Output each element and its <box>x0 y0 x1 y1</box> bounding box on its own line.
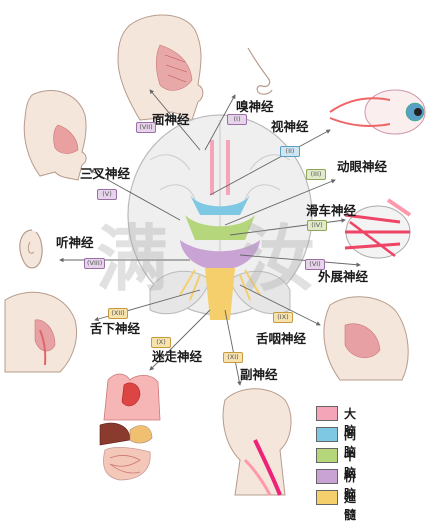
tag-nerve-viii: (VIII) <box>84 258 106 269</box>
throat-section-icon <box>4 291 77 373</box>
label-trigeminal-nerve: 三叉神经 <box>80 166 131 181</box>
label-facial-nerve: 面神经 <box>152 112 190 127</box>
tag-nerve-vi: (VI) <box>305 259 325 270</box>
ear-icon <box>19 229 43 269</box>
label-vagus-nerve: 迷走神经 <box>152 349 203 364</box>
head-trigeminal-icon <box>23 90 87 181</box>
legend-label-pons: 桥脑 <box>344 470 357 501</box>
pharynx-section-icon <box>323 296 409 381</box>
eyeball-icon <box>329 89 426 135</box>
legend-swatch-pons <box>316 469 338 484</box>
tag-nerve-iv: (IV) <box>307 220 327 231</box>
label-olfactory-nerve: 嗅神经 <box>236 99 274 114</box>
tag-nerve-xi: (XI) <box>223 352 243 363</box>
legend-label-medulla: 延髓 <box>344 491 357 522</box>
legend-swatch-diencephalon <box>316 427 338 442</box>
label-trochlear-nerve: 滑车神经 <box>306 203 357 218</box>
label-accessory-nerve: 副神经 <box>240 367 278 382</box>
tag-nerve-ix: (IX) <box>273 312 293 323</box>
legend-swatch-midbrain <box>316 448 338 463</box>
label-vestibulocochlear-nerve: 听神经 <box>56 235 94 250</box>
head-facial-muscles-icon <box>117 14 204 121</box>
eye-muscle-icon <box>344 198 412 259</box>
tag-nerve-iii: (III) <box>306 169 326 180</box>
label-abducens-nerve: 外展神经 <box>318 269 369 284</box>
legend-swatch-medulla <box>316 490 338 505</box>
nerve-arrows <box>59 89 361 386</box>
legend-label-midbrain: 中脑 <box>344 449 357 480</box>
tag-nerve-i: (I) <box>227 114 247 125</box>
tag-nerve-x: (X) <box>151 337 171 348</box>
nose-icon <box>247 47 273 95</box>
label-glossopharyngeal-nerve: 舌咽神经 <box>256 331 307 346</box>
legend-label-cerebrum: 大脑 <box>344 407 357 438</box>
legend-swatch-cerebrum <box>316 406 338 421</box>
tag-nerve-vii: (VII) <box>136 122 156 133</box>
thoracic-abdominal-organs-icon <box>99 373 161 481</box>
label-hypoglossal-nerve: 舌下神经 <box>90 321 141 336</box>
tag-nerve-ii: (II) <box>280 146 300 157</box>
label-optic-nerve: 视神经 <box>271 119 309 134</box>
legend-label-diencephalon: 间脑 <box>344 428 357 459</box>
tag-nerve-xii: (XII) <box>108 308 128 319</box>
tag-nerve-v: (V) <box>97 189 117 200</box>
label-oculomotor-nerve: 动眼神经 <box>337 159 388 174</box>
neck-muscles-icon <box>222 388 292 496</box>
